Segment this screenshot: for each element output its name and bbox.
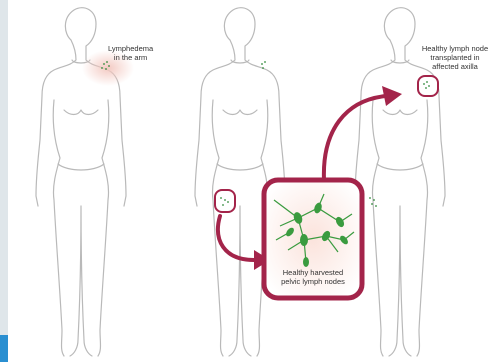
label-transplanted-line2: transplanted in bbox=[415, 53, 495, 62]
label-harvested-line1: Healthy harvested bbox=[264, 268, 362, 277]
label-transplanted-line1: Healthy lymph node bbox=[415, 44, 495, 53]
label-transplanted: Healthy lymph node transplanted in affec… bbox=[415, 44, 495, 71]
label-lymphedema-line1: Lymphedema bbox=[108, 44, 153, 53]
label-lymphedema-line2: in the arm bbox=[108, 53, 153, 62]
harvest-arrow bbox=[218, 216, 254, 260]
label-lymphedema: Lymphedema in the arm bbox=[108, 44, 153, 62]
groin-harvest-inset bbox=[215, 190, 235, 212]
transplant-arrowhead bbox=[382, 86, 402, 106]
label-harvested-line2: pelvic lymph nodes bbox=[264, 277, 362, 286]
axilla-transplant-inset bbox=[418, 76, 438, 96]
label-transplanted-line3: affected axilla bbox=[415, 62, 495, 71]
label-harvested: Healthy harvested pelvic lymph nodes bbox=[264, 268, 362, 286]
diagram-canvas: Lymphedema in the arm Healthy lymph node… bbox=[8, 0, 498, 362]
